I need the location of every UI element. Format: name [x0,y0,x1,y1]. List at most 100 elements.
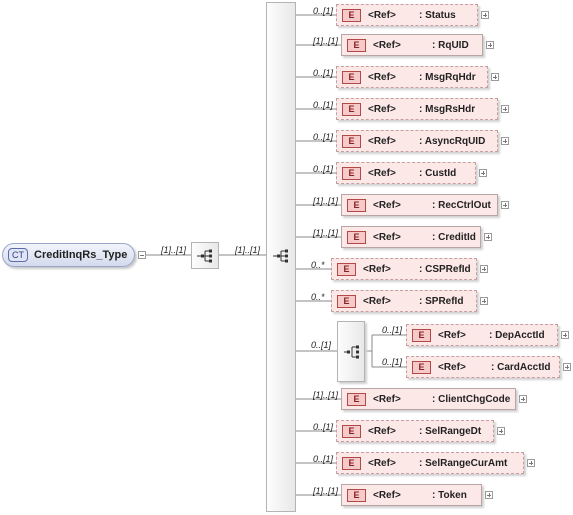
cardinality-label: [1]..[1] [313,36,339,46]
element-badge: E [342,103,361,116]
collapse-icon[interactable] [138,251,146,259]
element-ref-node[interactable]: E <Ref> : ClientChgCode [341,388,516,410]
sequence-cardinality: [1]..[1] [235,245,261,255]
element-ref-label: <Ref> [438,362,466,373]
element-badge: E [347,39,366,52]
element-ref-node[interactable]: E<Ref>: Status [336,4,478,26]
cardinality-label: [1]..[1] [313,196,339,206]
element-name: : SelRangeDt [419,426,482,437]
expand-icon[interactable] [480,297,488,305]
element-badge: E [342,457,361,470]
expand-icon[interactable] [480,265,488,273]
expand-icon[interactable] [486,41,494,49]
cardinality-label: [1]..[1] [313,390,339,400]
element-ref-label: <Ref> [373,232,401,243]
element-ref-node[interactable]: E<Ref>: CardAcctId [406,356,560,378]
cardinality-label: 0..[1] [313,100,334,110]
element-ref-node[interactable]: E <Ref> : CSPRefId [331,258,477,280]
element-name: : Token [432,490,467,501]
cardinality-label: 0..[1] [313,164,334,174]
element-badge: E [342,71,361,84]
sequence-icon [273,249,288,263]
element-badge: E [347,199,366,212]
expand-icon[interactable] [484,233,492,241]
element-ref-label: <Ref> [368,104,396,115]
element-ref-node[interactable]: E <Ref> : SPRefId [331,290,477,312]
element-badge: E [412,329,431,342]
main-sequence-compositor[interactable] [266,2,296,512]
choice-cardinality: 0..[1] [311,340,332,350]
element-name: : SelRangeCurAmt [419,458,508,469]
element-ref-label: <Ref> [373,394,401,405]
cardinality-label: 0..[1] [313,6,334,16]
expand-icon[interactable] [481,11,489,19]
element-name: : RecCtrlOut [432,200,491,211]
cardinality-label: [1]..[1] [313,486,339,496]
expand-icon[interactable] [491,73,499,81]
expand-icon[interactable] [485,491,493,499]
cardinality-label: 0..[1] [313,454,334,464]
element-badge: E [337,263,356,276]
element-badge: E [347,489,366,502]
element-name: : CSPRefId [419,264,471,275]
element-ref-node[interactable]: E<Ref>: RqUID [341,34,483,56]
cardinality-label: 0..[1] [313,68,334,78]
element-name: : CustId [419,168,457,179]
element-ref-node[interactable]: E <Ref> : Token [341,484,482,506]
element-ref-node[interactable]: E<Ref>: CustId [336,162,476,184]
element-badge: E [347,231,366,244]
element-name: : DepAcctId [489,330,545,341]
element-ref-node[interactable]: E <Ref> : RecCtrlOut [341,194,498,216]
element-ref-label: <Ref> [373,490,401,501]
complex-type-node[interactable]: CT CreditInqRs_Type [2,243,135,267]
cardinality-label: 0..[1] [382,325,403,335]
element-ref-label: <Ref> [368,458,396,469]
element-name: : ClientChgCode [432,394,511,405]
choice-icon [344,345,359,359]
element-ref-label: <Ref> [363,264,391,275]
root-cardinality: [1]..[1] [161,245,187,255]
choice-compositor[interactable] [337,321,365,382]
expand-icon[interactable] [561,331,569,339]
element-ref-label: <Ref> [363,296,391,307]
complex-type-badge: CT [8,248,28,262]
element-ref-node[interactable]: E <Ref> : CreditId [341,226,481,248]
expand-icon[interactable] [497,427,505,435]
element-badge: E [412,361,431,374]
element-ref-node[interactable]: E <Ref> : SelRangeCurAmt [336,452,524,474]
expand-icon[interactable] [501,105,509,113]
element-name: : MsgRsHdr [419,104,476,115]
element-ref-label: <Ref> [438,330,466,341]
complex-type-name: CreditInqRs_Type [34,249,128,261]
cardinality-label: 0..[1] [382,357,403,367]
cardinality-label: 0..[1] [313,132,334,142]
element-badge: E [337,295,356,308]
element-ref-label: <Ref> [373,200,401,211]
element-ref-label: <Ref> [368,136,396,147]
expand-icon[interactable] [501,201,509,209]
sequence-icon [197,249,212,263]
element-ref-node[interactable]: E<Ref>: AsyncRqUID [336,130,498,152]
element-badge: E [347,393,366,406]
expand-icon[interactable] [479,169,487,177]
cardinality-label: 0..[1] [313,422,334,432]
sequence-compositor[interactable] [191,242,219,269]
element-ref-label: <Ref> [373,40,401,51]
cardinality-label: 0..* [311,292,325,302]
element-name: : MsgRqHdr [419,72,476,83]
element-ref-node[interactable]: E <Ref> : MsgRsHdr [336,98,498,120]
element-ref-node[interactable]: E <Ref> : DepAcctId [406,324,558,346]
element-ref-node[interactable]: E<Ref>: MsgRqHdr [336,66,488,88]
element-ref-node[interactable]: E<Ref>: SelRangeDt [336,420,494,442]
element-badge: E [342,425,361,438]
expand-icon[interactable] [563,363,571,371]
expand-icon[interactable] [501,137,509,145]
element-name: : SPRefId [419,296,464,307]
element-name: : CreditId [432,232,476,243]
expand-icon[interactable] [519,395,527,403]
cardinality-label: 0..* [311,260,325,270]
expand-icon[interactable] [527,459,535,467]
element-badge: E [342,9,361,22]
element-name: : Status [419,10,456,21]
